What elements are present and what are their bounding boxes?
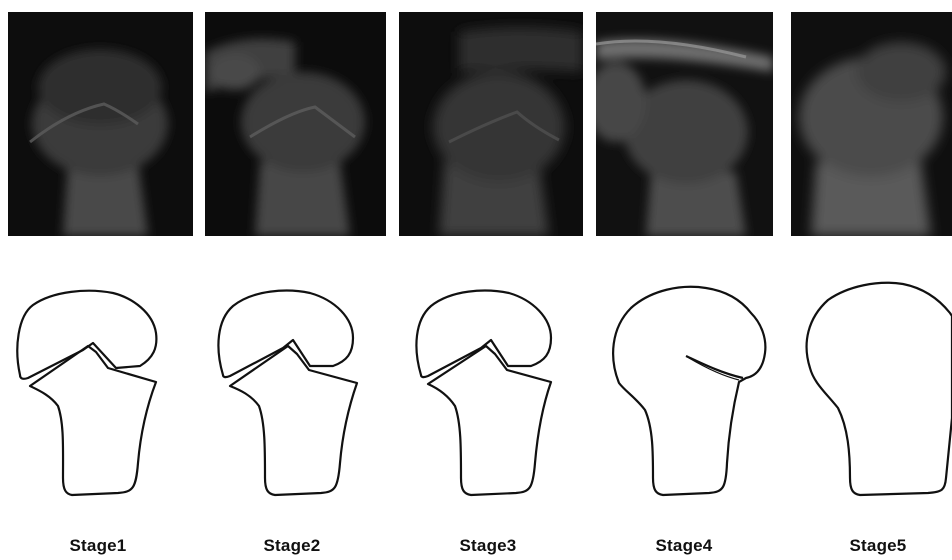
epiphysis-outline	[218, 291, 353, 378]
epiphysis-outline	[17, 291, 156, 379]
stage-label: Stage4	[614, 536, 754, 556]
metaphysis-outline	[428, 346, 551, 495]
bone-diagram-stage3	[401, 278, 576, 500]
bone-diagram-stage4	[601, 278, 776, 500]
xray-stage2	[205, 12, 386, 236]
humerus-outline	[807, 283, 952, 495]
xray-stage5	[791, 12, 952, 236]
stage-label: Stage5	[808, 536, 948, 556]
bone-diagram-stage1	[8, 278, 183, 500]
bone-diagram-stage2	[205, 278, 380, 500]
xray-stage4	[596, 12, 773, 236]
xray-stage3	[399, 12, 583, 236]
stage-label: Stage3	[418, 536, 558, 556]
stage-label: Stage1	[28, 536, 168, 556]
humerus-outline	[613, 287, 765, 495]
stage-label: Stage2	[222, 536, 362, 556]
metaphysis-outline	[230, 346, 357, 495]
growth-plate-remnant	[686, 356, 743, 378]
epiphysis-outline	[416, 291, 551, 378]
bone-diagram-stage5	[798, 278, 952, 500]
xray-stage1	[8, 12, 193, 236]
